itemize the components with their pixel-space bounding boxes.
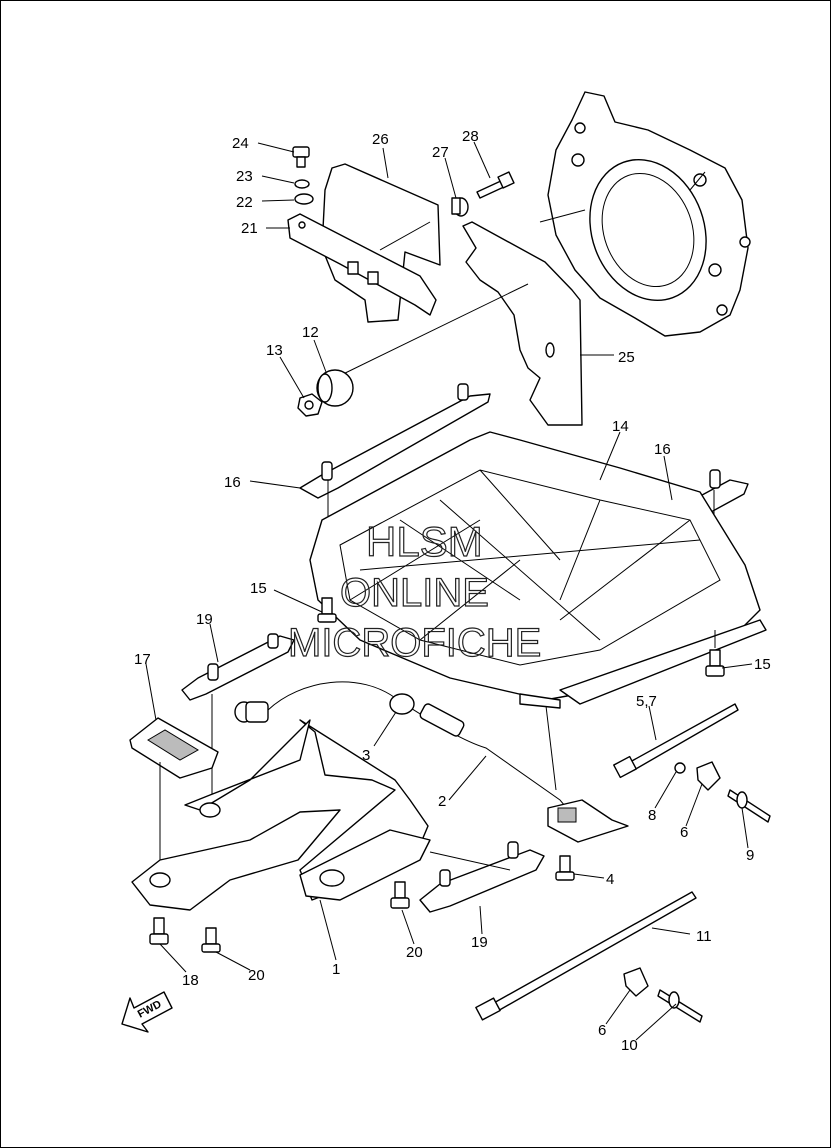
callout-19-upper: 19 <box>196 611 213 628</box>
callout-22: 22 <box>236 194 253 211</box>
callout-24: 24 <box>232 135 249 152</box>
callout-1: 1 <box>332 961 340 978</box>
washer-8 <box>674 762 686 774</box>
callout-3: 3 <box>362 747 370 764</box>
callout-15-right: 15 <box>754 656 771 673</box>
bolt-15-left <box>317 597 337 623</box>
callout-25: 25 <box>618 349 635 366</box>
plate-25 <box>334 221 583 426</box>
callout-20-left: 20 <box>248 967 265 984</box>
collar-27 <box>451 197 469 217</box>
callout-26: 26 <box>372 131 389 148</box>
callout-labels: 24 23 22 21 26 27 28 25 12 13 14 16 16 1… <box>134 128 771 1054</box>
callout-16-right: 16 <box>654 441 671 458</box>
damper-12 <box>316 369 354 407</box>
pin-9 <box>727 789 771 823</box>
bolt-4 <box>555 855 575 881</box>
bracket-1 <box>131 719 431 911</box>
cable-tie-11 <box>475 891 697 1021</box>
callout-13: 13 <box>266 342 283 359</box>
callout-14: 14 <box>612 418 629 435</box>
cable-tie-5-7 <box>613 703 739 779</box>
bracket-21 <box>287 213 437 316</box>
bolt-24 <box>292 146 310 168</box>
clamp-6-upper <box>696 761 721 791</box>
callout-12: 12 <box>302 324 319 341</box>
washer-23 <box>294 179 310 189</box>
callout-9: 9 <box>746 847 754 864</box>
leader-lines <box>145 141 753 1041</box>
bracket-19-lower <box>419 841 545 913</box>
callout-19-lower: 19 <box>471 934 488 951</box>
callout-11: 11 <box>696 928 712 945</box>
engine-mount-plate <box>539 91 751 337</box>
watermark-line-1: HLSM <box>366 518 483 565</box>
callout-5-7: 5,7 <box>636 693 657 710</box>
cable-2 <box>234 681 629 843</box>
fwd-arrow-icon: FWD <box>121 991 173 1033</box>
callout-10: 10 <box>621 1037 638 1054</box>
callout-17: 17 <box>134 651 151 668</box>
washer-22 <box>294 193 314 205</box>
watermark: HLSM ONLINE MICROFICHE <box>287 517 542 665</box>
callout-28: 28 <box>462 128 479 145</box>
pad-17 <box>129 717 219 865</box>
watermark-line-3: MICROFICHE <box>288 621 541 665</box>
callout-27: 27 <box>432 144 449 161</box>
callout-20-right: 20 <box>406 944 423 961</box>
callout-2: 2 <box>438 793 446 810</box>
bolt-20-right <box>390 881 410 909</box>
callout-15-left: 15 <box>250 580 267 597</box>
bolt-15-right <box>705 630 725 677</box>
engine-bed-14 <box>309 431 767 709</box>
callout-18: 18 <box>182 972 199 989</box>
rail-16-left <box>299 383 491 518</box>
callout-8: 8 <box>648 807 656 824</box>
callout-16-left: 16 <box>224 474 241 491</box>
bolt-18 <box>149 917 169 945</box>
bolt-28 <box>476 171 515 199</box>
bracket-19-upper <box>181 633 295 795</box>
pin-10 <box>657 989 703 1023</box>
callout-23: 23 <box>236 168 253 185</box>
callout-4: 4 <box>606 871 614 888</box>
clamp-6-lower <box>623 967 649 997</box>
callout-21: 21 <box>241 220 258 237</box>
callout-6-lower: 6 <box>598 1022 606 1039</box>
watermark-line-2: ONLINE <box>340 571 489 615</box>
bolt-20-left <box>201 927 221 953</box>
nut-13 <box>297 393 323 417</box>
callout-6-upper: 6 <box>680 824 688 841</box>
